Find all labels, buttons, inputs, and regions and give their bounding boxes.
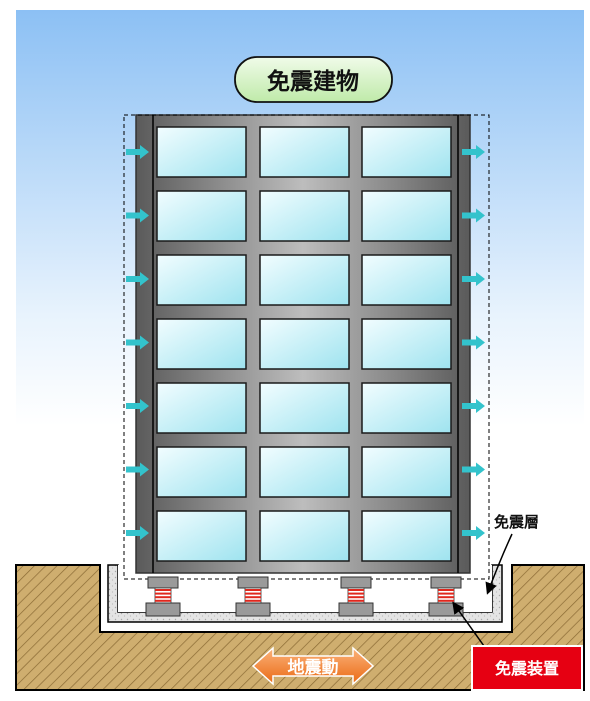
isolator-top-plate (147, 576, 179, 589)
window (259, 190, 350, 242)
isolator-base-plate (145, 602, 181, 617)
drift-arrow-left (126, 399, 149, 413)
drift-arrow-left (126, 145, 149, 159)
rubber-layer (245, 596, 261, 599)
title: 免震建物 (267, 68, 359, 95)
isolator (338, 576, 374, 617)
rubber-layer (155, 592, 171, 595)
drift-arrow-left (126, 462, 149, 477)
window (361, 318, 452, 370)
window (259, 446, 350, 498)
drift-arrow-left (126, 272, 149, 286)
window (361, 382, 452, 434)
window (361, 126, 452, 178)
rubber-layer (438, 599, 454, 602)
drift-arrow-right (462, 335, 485, 350)
window (259, 318, 350, 370)
windows-group (156, 126, 452, 562)
rubber-layer (348, 596, 364, 599)
isolation-device-label: 免震装置 (495, 659, 559, 678)
window (361, 446, 452, 498)
isolator-base-plate (235, 602, 271, 617)
isolator-top-plate (340, 576, 372, 589)
displacement-outline (123, 114, 490, 580)
title-badge (234, 56, 393, 103)
drift-arrow-right (462, 526, 485, 540)
drift-arrows-group (126, 145, 485, 540)
isolator-top-plate (237, 576, 269, 589)
drift-arrow-left (126, 208, 149, 223)
rubber-layer (438, 596, 454, 599)
drift-arrow-right (462, 145, 485, 159)
rubber-layer (245, 592, 261, 595)
isolators-group (145, 576, 464, 617)
drift-arrow-right (462, 462, 485, 477)
rubber-layer (348, 599, 364, 602)
window (259, 382, 350, 434)
rubber-layer (438, 589, 454, 591)
rubber-layer (245, 599, 261, 602)
rubber-layer (348, 592, 364, 595)
rubber-layer (348, 589, 364, 591)
window (259, 510, 350, 562)
ground-motion-arrow (251, 646, 375, 686)
rubber-layer (245, 589, 261, 591)
isolator (428, 576, 464, 617)
rubber-layer (155, 599, 171, 602)
window (156, 190, 247, 242)
ground-motion-label: 地震動 (288, 657, 339, 678)
drift-arrow-left (126, 526, 149, 540)
isolation-device-pointer (452, 601, 485, 647)
window (156, 446, 247, 498)
isolation-layer-label: 免震層 (494, 513, 539, 531)
drift-arrow-right (462, 272, 485, 286)
window (156, 318, 247, 370)
isolator (235, 576, 271, 617)
window (156, 126, 247, 178)
window (361, 510, 452, 562)
window (259, 126, 350, 178)
drift-arrow-right (462, 208, 485, 223)
drift-arrow-left (126, 335, 149, 350)
ground (15, 564, 585, 691)
window (156, 254, 247, 306)
window (156, 382, 247, 434)
isolation-device-badge (471, 645, 583, 691)
window (361, 190, 452, 242)
window (156, 510, 247, 562)
rubber-layer (438, 592, 454, 595)
drift-arrow-right (462, 399, 485, 413)
rubber-layer (155, 589, 171, 591)
isolator (145, 576, 181, 617)
isolator-top-plate (430, 576, 462, 589)
isolator-base-plate (338, 602, 374, 617)
window (361, 254, 452, 306)
window (259, 254, 350, 306)
rubber-layer (155, 596, 171, 599)
isolation-layer-pointer (485, 533, 513, 595)
